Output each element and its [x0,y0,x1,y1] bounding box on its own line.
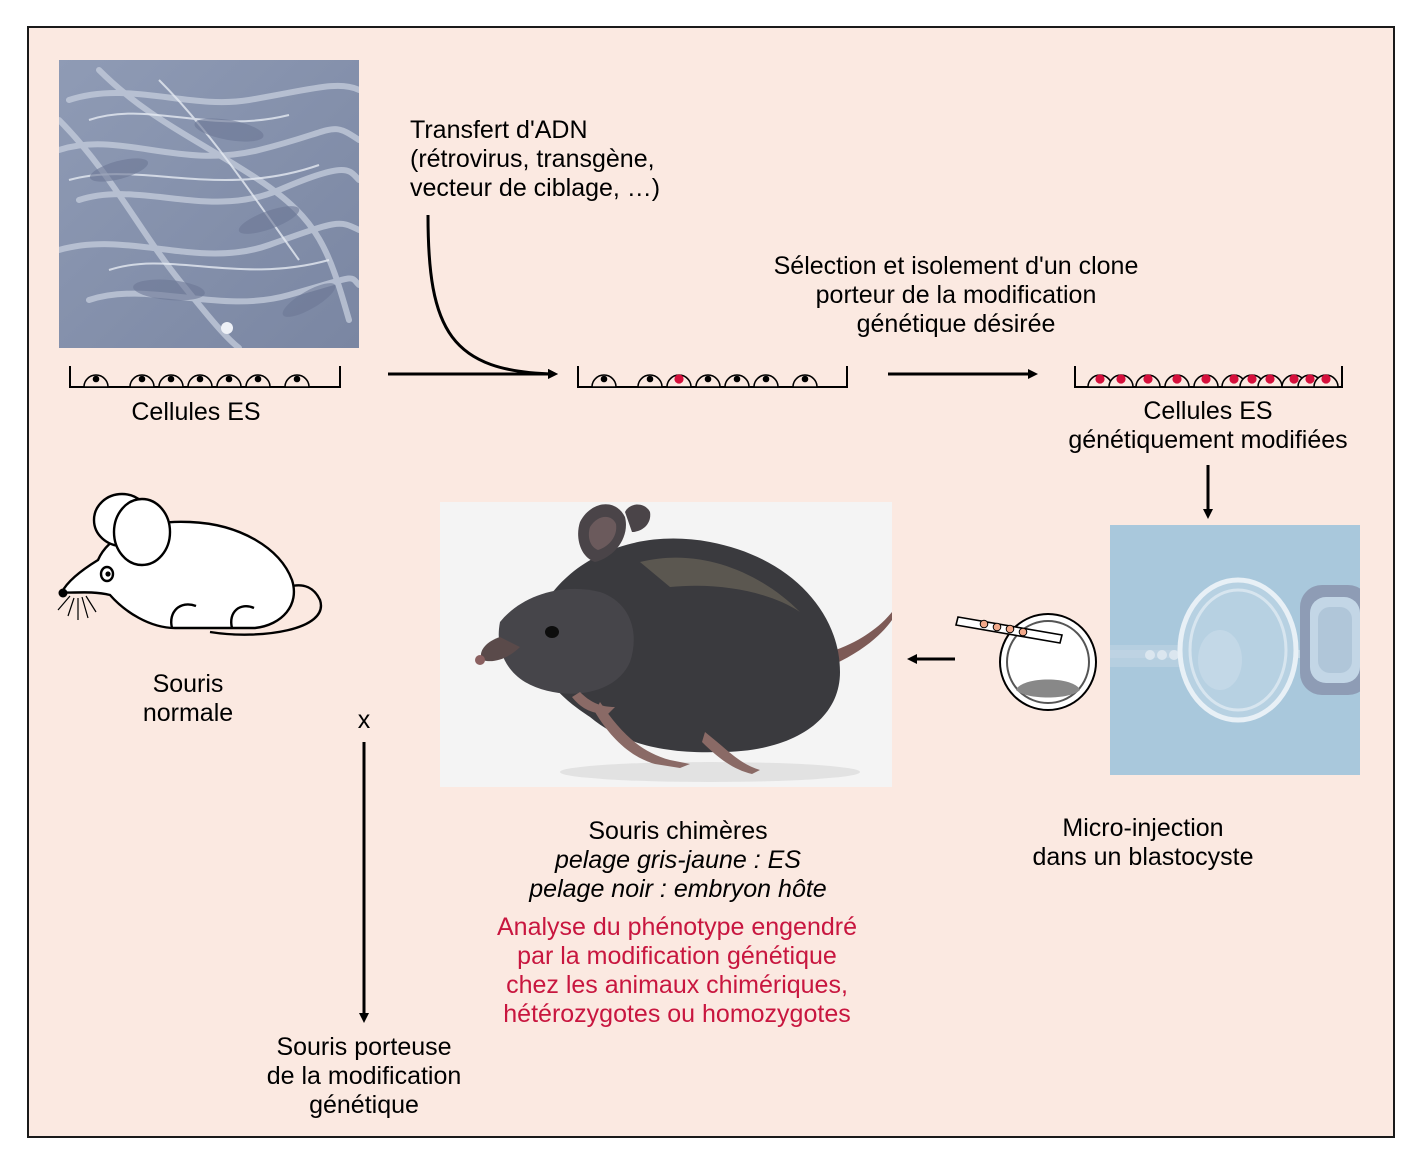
mouse-whiskers [57,595,97,620]
chimera-label: Souris chimères pelage gris-jaune : ES p… [478,817,878,904]
chimera-coat-host: pelage noir : embryon hôte [529,875,827,903]
mouse-nose-icon [58,588,68,598]
phenotype-analysis-label: Analyse du phénotype engendré par la mod… [496,913,857,1028]
es-culture-dish [69,366,341,388]
carrier-mouse-label: Souris porteuse de la modification génét… [266,1033,462,1119]
chimeric-mouse-photo [440,502,892,787]
micro-injection-icon [955,613,1097,711]
cross-symbol: x [357,706,371,734]
chimera-title: Souris chimères [588,817,768,845]
es-cell-row [83,374,310,388]
selection-label: Sélection et isolement d'un clone porteu… [773,252,1139,338]
dna-transfer-arrow [426,214,558,379]
transfected-culture-dish [577,366,848,388]
dna-transfer-label: Transfert d'ADN (rétrovirus, transgène, … [410,116,661,202]
es-cells-micrograph [59,60,359,348]
es-cells-label: Cellules ES [131,398,261,426]
modified-cells-label: Cellules ES génétiquement modifiées [1068,397,1348,454]
micro-injection-label: Micro-injection dans un blastocyste [1032,814,1254,871]
modified-culture-dish [1074,366,1343,388]
normal-mouse-drawing [60,492,323,636]
normal-mouse-label: Souris normale [142,670,234,727]
chimera-coat-es: pelage gris-jaune : ES [555,846,801,874]
blastocyst-photo [1110,525,1360,775]
